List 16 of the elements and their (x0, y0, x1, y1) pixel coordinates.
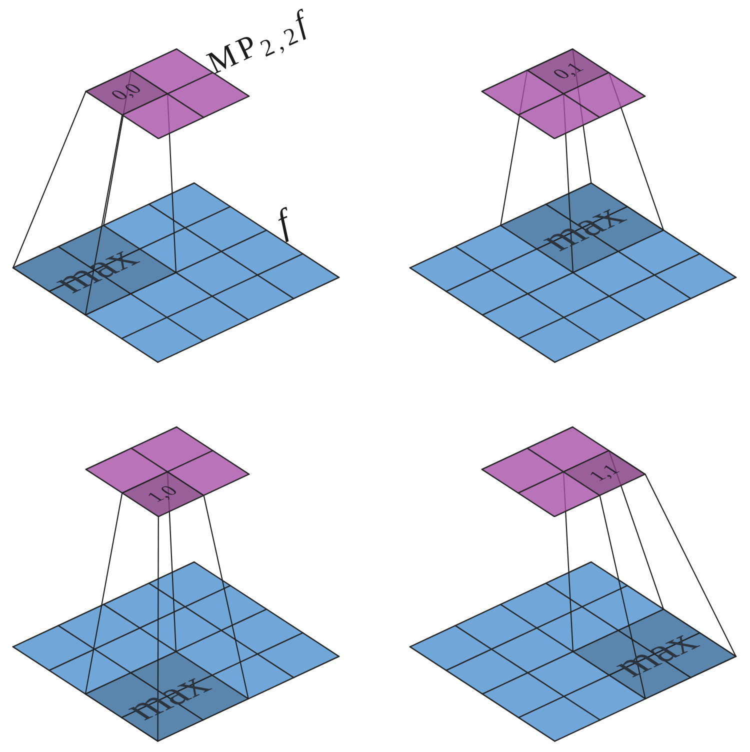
output-index: 0,1 (548, 60, 588, 82)
operation-label: max (529, 200, 635, 256)
connector-line (12, 90, 86, 268)
connector-line (599, 494, 646, 700)
grid-label: f (271, 204, 294, 241)
operation-label: max (602, 626, 708, 682)
connector-line (157, 516, 159, 742)
output-index: 0,0 (107, 81, 146, 103)
connector-line (84, 492, 123, 694)
operation-label: max (42, 242, 148, 298)
connector-line (84, 114, 123, 316)
output-index: 1,1 (584, 462, 624, 484)
connector-line (644, 474, 736, 657)
connector-line (203, 494, 249, 700)
operation-label: max (114, 668, 220, 725)
output-index: 1,0 (143, 483, 183, 505)
